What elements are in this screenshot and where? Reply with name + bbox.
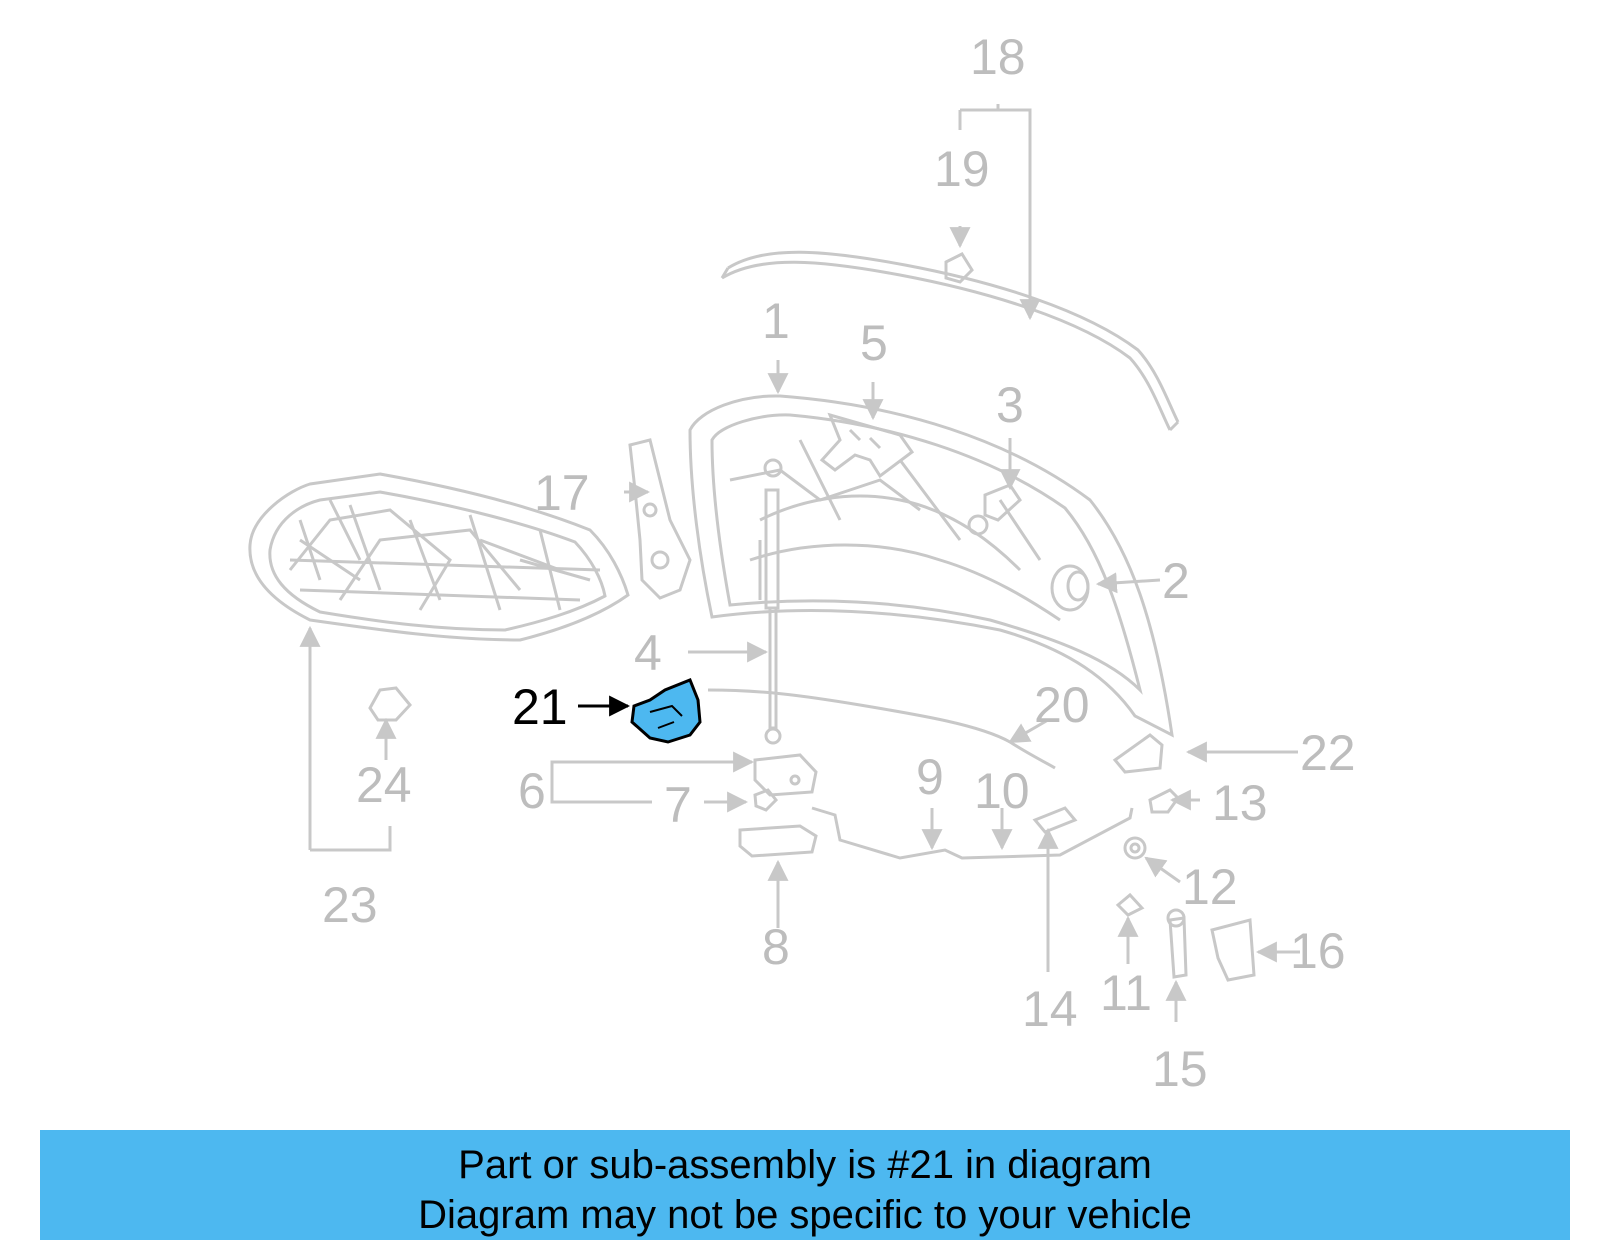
callout-9: 9 — [916, 749, 944, 805]
release-rod-drawing — [811, 806, 1134, 860]
callout-23: 23 — [322, 877, 378, 933]
release-cable-drawing — [707, 688, 1056, 770]
latch-bracket-drawing — [819, 412, 915, 479]
callout-1: 1 — [762, 293, 790, 349]
leader-lines — [299, 104, 1300, 1022]
support-drawing — [738, 824, 818, 858]
callout-22: 22 — [1300, 725, 1356, 781]
callout-12: 12 — [1182, 859, 1238, 915]
caption-line-1: Part or sub-assembly is #21 in diagram — [458, 1143, 1152, 1187]
callout-16: 16 — [1290, 923, 1346, 979]
hood-panel-drawing — [688, 394, 1174, 738]
callout-11: 11 — [1100, 965, 1152, 1021]
callout-18: 18 — [970, 29, 1026, 85]
clip-drawing — [944, 252, 974, 284]
bumper-stop-drawing — [967, 483, 1022, 536]
hood-insulation-pad-drawing — [248, 472, 630, 642]
callout-6: 6 — [518, 763, 546, 819]
callout-5: 5 — [860, 315, 888, 371]
callout-19: 19 — [934, 141, 990, 197]
highlighted-part-21-detail — [649, 704, 683, 729]
striker-drawing — [1112, 733, 1164, 774]
gas-strut-drawing — [763, 458, 783, 745]
callout-17: 17 — [534, 465, 590, 521]
highlighted-part-21-shape[interactable] — [630, 678, 702, 744]
callout-24: 24 — [356, 757, 412, 813]
switch-drawing — [753, 788, 779, 812]
callout-10: 10 — [974, 763, 1030, 819]
callout-13: 13 — [1212, 775, 1268, 831]
callout-3: 3 — [996, 377, 1024, 433]
latch-assembly-drawing — [753, 753, 818, 797]
callout-2: 2 — [1162, 553, 1190, 609]
callout-8: 8 — [762, 919, 790, 975]
callout-14: 14 — [1022, 981, 1078, 1037]
hinge-drawing — [628, 438, 692, 600]
callout-20: 20 — [1034, 677, 1090, 733]
callout-21: 21 — [512, 679, 568, 735]
caption-line-2: Diagram may not be specific to your vehi… — [418, 1193, 1192, 1237]
callout-4: 4 — [634, 625, 662, 681]
weatherstrip-drawing — [720, 250, 1180, 432]
callout-7: 7 — [664, 777, 692, 833]
grommet-drawing — [1050, 564, 1090, 612]
callout-15: 15 — [1152, 1041, 1208, 1097]
caption-banner: Part or sub-assembly is #21 in diagram D… — [40, 1130, 1570, 1240]
emblem-drawing — [368, 686, 412, 722]
